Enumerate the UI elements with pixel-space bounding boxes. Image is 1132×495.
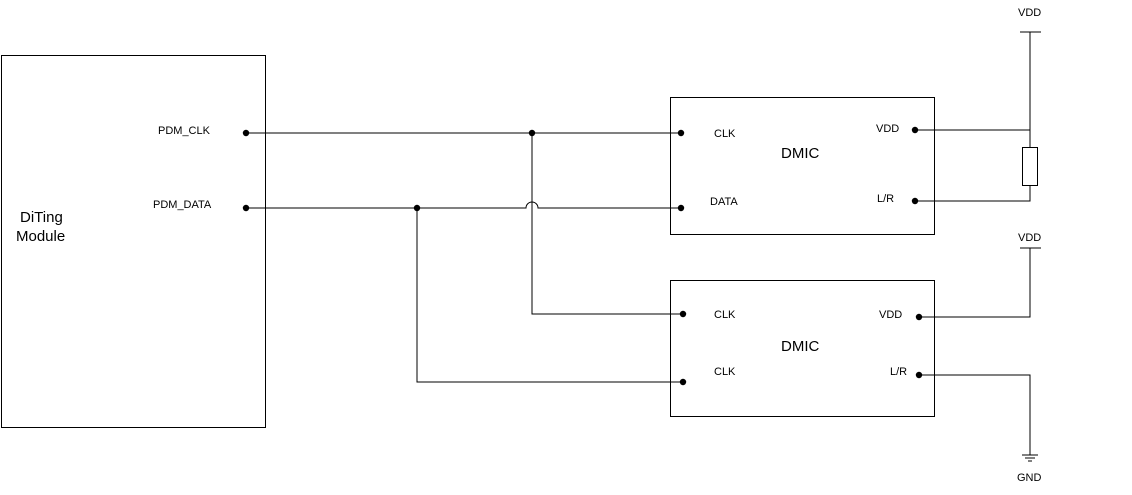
dmic-bottom-clk2-label: CLK (714, 366, 736, 378)
ground-icon (1022, 454, 1038, 462)
dmic-top-clk-label: CLK (714, 128, 736, 140)
wire-pdm-data-to-dmic-bottom (416, 208, 683, 383)
vdd-top-label: VDD (1018, 7, 1041, 19)
dmic-top-name: DMIC (781, 145, 819, 162)
dmic-top-block (670, 97, 935, 235)
dmic-bottom-lr-label: L/R (890, 366, 907, 378)
vdd-bottom-label: VDD (1018, 232, 1041, 244)
diting-module-block (1, 55, 266, 428)
junction-pdm-clk (528, 129, 536, 137)
module-name-line2: Module (16, 228, 65, 245)
module-name-line1: DiTing (20, 209, 63, 226)
wire-dmic-top-lr (915, 185, 1031, 202)
gnd-label: GND (1017, 472, 1042, 484)
dmic-bottom-clk1-label: CLK (714, 309, 736, 321)
wire-pdm-clk-to-dmic-bottom (531, 133, 683, 315)
dmic-top-data-label: DATA (710, 196, 738, 208)
dmic-bottom-block (670, 280, 935, 417)
module-pin-pdm-clk-label: PDM_CLK (158, 125, 211, 137)
junction-pdm-data (413, 204, 421, 212)
module-pin-pdm-data-label: PDM_DATA (153, 199, 212, 211)
dmic-top-vdd-label: VDD (876, 123, 899, 135)
wire-pdm-data-to-dmic-top (246, 201, 681, 209)
dmic-bottom-name: DMIC (781, 338, 819, 355)
wire-dmic-bottom-lr-gnd (919, 374, 1031, 455)
pullup-resistor (1022, 147, 1038, 186)
dmic-bottom-vdd-label: VDD (879, 309, 902, 321)
dmic-top-lr-label: L/R (877, 193, 894, 205)
wire-dmic-bottom-vdd (919, 248, 1031, 318)
